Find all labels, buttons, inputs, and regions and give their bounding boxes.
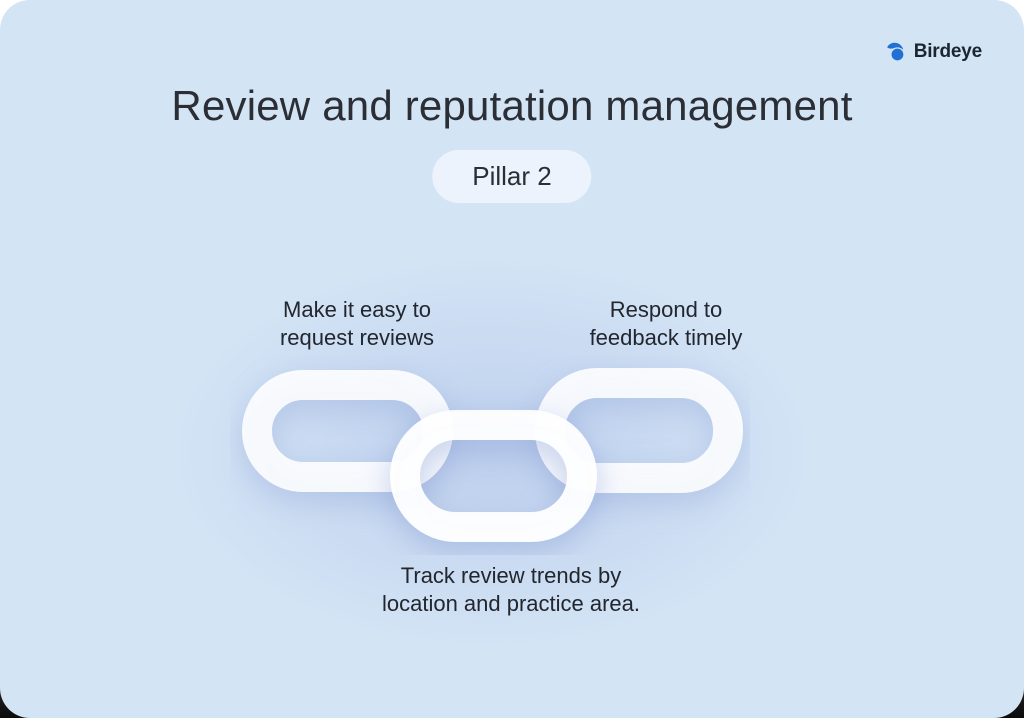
chain-link-middle — [390, 410, 597, 542]
label-make-it-easy: Make it easy to request reviews — [279, 297, 435, 350]
pillar-badge: Pillar 2 — [432, 150, 592, 203]
birdeye-logo: Birdeye — [885, 40, 982, 63]
chain-links-illustration — [242, 368, 743, 542]
birdeye-bird-icon — [886, 42, 904, 61]
label-respond-feedback: Respond to feedback timely — [589, 297, 743, 350]
label-track-trends: Track review trends by location and prac… — [381, 563, 641, 616]
birdeye-logo-text: Birdeye — [913, 40, 983, 62]
page-title: Review and reputation management — [171, 82, 853, 129]
